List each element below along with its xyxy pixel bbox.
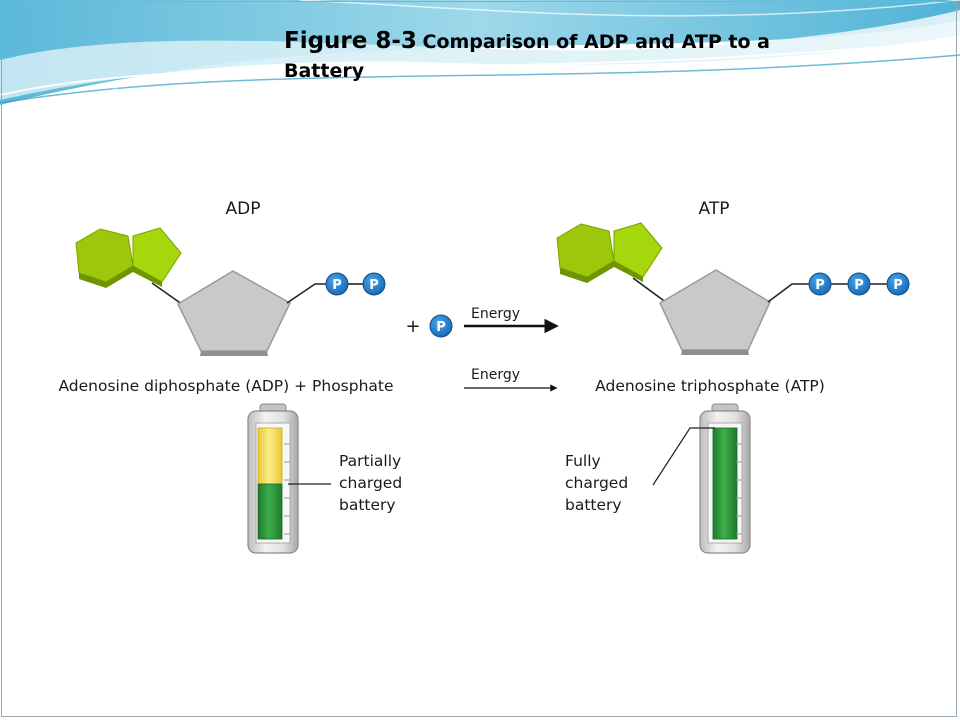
full-battery-label: Fully charged battery <box>565 452 633 514</box>
battery-charge-yellow <box>257 427 283 485</box>
fully-charged-battery <box>652 403 751 554</box>
atp-base-pentagon <box>613 222 663 278</box>
battery-charge-green <box>257 483 283 540</box>
energy-label-top: Energy <box>471 306 520 322</box>
atp-heading: ATP <box>699 199 730 219</box>
atp-phosphate-3: P <box>886 272 910 296</box>
figure-number: Figure 8-3 <box>284 28 417 54</box>
svg-text:P: P <box>815 278 825 293</box>
adp-base-pentagon <box>132 227 182 283</box>
free-phosphate: P <box>429 314 453 338</box>
svg-text:P: P <box>332 278 342 293</box>
adp-phosphate-1: P <box>325 272 349 296</box>
adp-caption: Adenosine diphosphate (ADP) + Phosphate <box>58 377 393 395</box>
adp-phosphate-2: P <box>362 272 386 296</box>
svg-text:P: P <box>436 320 446 335</box>
atp-molecule: P P P <box>556 222 910 355</box>
adp-molecule: P P <box>75 227 386 356</box>
diagram-panel <box>75 222 911 560</box>
section-watermark: Section 8-2 <box>110 85 202 104</box>
atp-phosphate-2: P <box>847 272 871 296</box>
partial-battery-label: Partially charged battery <box>339 452 407 514</box>
svg-text:P: P <box>369 278 379 293</box>
figure-title: Comparison of ADP and ATP to a Battery <box>284 31 770 82</box>
partially-charged-battery <box>247 403 331 554</box>
header-swoosh-decoration: Section 8-2 <box>0 0 960 105</box>
plus-sign: + <box>405 316 420 337</box>
slide-title: Figure 8-3 Comparison of ADP and ATP to … <box>284 27 804 86</box>
adp-heading: ADP <box>226 199 261 219</box>
svg-text:P: P <box>854 278 864 293</box>
atp-phosphate-1: P <box>808 272 832 296</box>
energy-label-bottom: Energy <box>471 367 520 383</box>
svg-text:P: P <box>893 278 903 293</box>
battery-charge-green <box>712 427 738 540</box>
atp-caption: Adenosine triphosphate (ATP) <box>595 377 825 395</box>
